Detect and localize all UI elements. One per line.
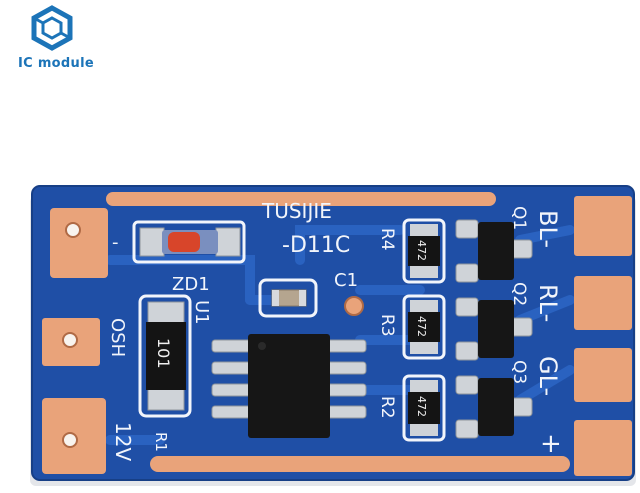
minus-label: - [112, 232, 119, 253]
c1-label: C1 [334, 270, 358, 291]
r2-code: 472 [415, 396, 428, 417]
left-pad-top [50, 208, 108, 278]
board-marking: TUSIJIE [261, 199, 332, 223]
c1-outline [258, 278, 318, 318]
12v-label: 12V [111, 422, 135, 461]
u1-ic [211, 334, 367, 438]
top-edge-trace [106, 192, 496, 206]
brand-logo: IC module [0, 0, 110, 80]
r4-label: R4 [377, 228, 397, 251]
hexagon-logo-icon [31, 5, 73, 51]
transistor-array [455, 219, 533, 439]
q1-label: Q1 [509, 206, 529, 230]
osh-label: OSH [107, 318, 128, 357]
zd1-label: ZD1 [172, 274, 210, 295]
right-pad-plus [574, 420, 632, 476]
r3-code: 472 [415, 316, 428, 337]
brand-name: IC module [18, 56, 94, 71]
r1-resistor [146, 322, 186, 390]
rl-label: RL- [534, 284, 562, 322]
r1-outline [138, 294, 192, 418]
bottom-edge-trace [150, 456, 570, 472]
u1-label: U1 [191, 300, 212, 325]
right-pad-bl [574, 196, 632, 256]
bl-label: BL- [534, 210, 562, 248]
q2-label: Q2 [509, 282, 529, 306]
right-pad-rl [574, 276, 632, 330]
gl-label: GL- [534, 356, 562, 396]
r4-code: 472 [415, 240, 428, 261]
zd1-outline [132, 220, 246, 264]
resistor-array [402, 218, 446, 442]
r1-label: R1 [152, 432, 170, 452]
r2-label: R2 [377, 396, 397, 419]
right-pad-gl [574, 348, 632, 402]
q3-label: Q3 [509, 360, 529, 384]
part-number-label: -D11C [282, 233, 350, 258]
r1-code: 101 [154, 338, 173, 369]
plus-label: + [540, 429, 562, 459]
test-via [344, 296, 364, 316]
r3-label: R3 [377, 314, 397, 337]
